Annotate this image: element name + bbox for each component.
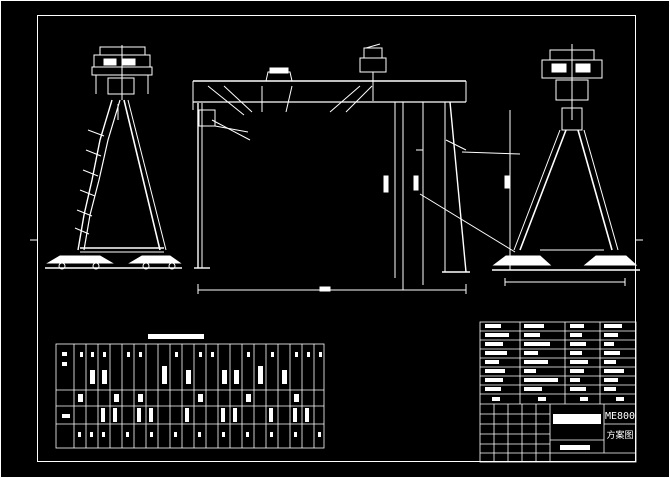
right-bogie-b — [583, 255, 638, 266]
right-joint-box — [561, 107, 583, 131]
ladder-step — [82, 169, 99, 177]
left-leg-rail-2 — [127, 99, 167, 251]
left-bogie-b — [128, 255, 182, 264]
right-leg-left-2 — [513, 129, 561, 251]
right-hook-box — [555, 79, 589, 101]
parameter-table — [55, 334, 325, 449]
right-motor-block — [551, 63, 567, 73]
table-heading-mark — [148, 334, 204, 339]
wheel — [168, 262, 176, 270]
trolley-2-mast — [365, 43, 381, 49]
left-end-view — [45, 45, 182, 270]
title-block-cell-marks — [485, 324, 624, 450]
right-leg-outer — [449, 101, 467, 273]
leader-2 — [223, 85, 253, 113]
trolley-2-cab — [363, 47, 383, 59]
wheel — [142, 262, 150, 270]
dim-label-mark — [504, 175, 510, 189]
leader-5 — [329, 85, 361, 113]
ladder-step — [74, 227, 90, 235]
model-label: ME800 — [605, 411, 635, 422]
trolley-1-body — [269, 67, 289, 74]
title-block — [479, 321, 637, 463]
leader-7 — [211, 119, 251, 141]
left-motor-block — [103, 58, 117, 66]
table-outline — [55, 343, 325, 449]
table-cell-marks — [62, 352, 322, 437]
left-ladder-rail-2 — [83, 99, 121, 251]
ladder-step — [79, 189, 96, 197]
right-leg-right — [577, 129, 613, 251]
wheel — [92, 262, 100, 270]
right-end-view — [492, 44, 640, 286]
leader-4 — [285, 85, 293, 113]
ladder-step — [85, 149, 102, 157]
left-cabin — [198, 109, 216, 127]
ladder-step — [87, 129, 105, 137]
right-leg-right-2 — [583, 129, 619, 251]
trolley-2 — [359, 57, 387, 73]
front-elevation — [192, 43, 521, 294]
inner-frame — [37, 15, 636, 462]
dim-label-mark — [413, 175, 419, 191]
right-leg-left — [519, 129, 567, 251]
plan-label: 方案图 — [606, 429, 633, 441]
span-label-box — [319, 286, 331, 292]
leader-h — [461, 151, 521, 155]
left-hook-box — [107, 77, 135, 95]
right-motor-block-2 — [575, 63, 591, 73]
right-leg-detail — [445, 139, 467, 151]
leader-diag — [419, 193, 516, 253]
left-ladder-rail — [77, 99, 113, 251]
leader-8 — [214, 125, 249, 133]
right-bogie-a — [492, 255, 552, 266]
wheel — [58, 262, 66, 270]
left-bogie-a — [46, 255, 114, 264]
left-motor-block-2 — [122, 58, 136, 66]
leader-6 — [345, 85, 373, 113]
dim-label-mark — [383, 175, 389, 193]
left-girder-section — [91, 66, 153, 76]
leader-1 — [207, 85, 245, 116]
title-block-outline — [479, 321, 637, 463]
ladder-step — [76, 209, 93, 217]
left-leg-rail — [123, 99, 161, 251]
